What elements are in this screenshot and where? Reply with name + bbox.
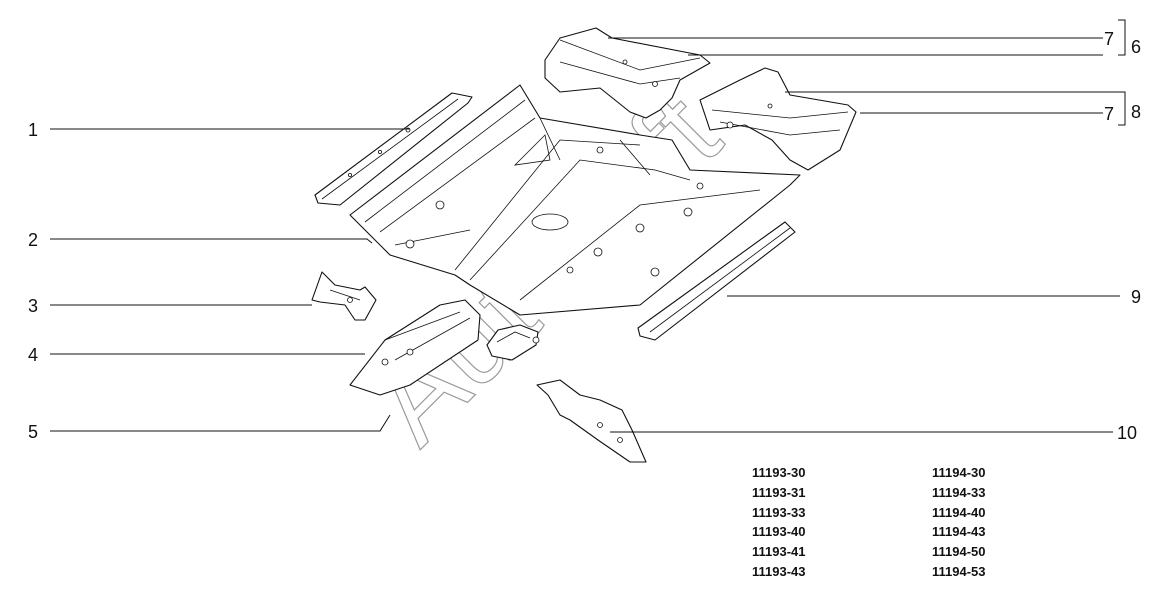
model-code: 11194-30 xyxy=(932,465,986,480)
callout-5: 5 xyxy=(28,422,38,442)
model-code: 11193-33 xyxy=(752,504,806,520)
callout-7-top: 7 xyxy=(1104,29,1114,49)
model-code: 11193-30 xyxy=(752,465,806,480)
model-code: 11194-33 xyxy=(932,484,986,500)
model-code: 11194-43 xyxy=(932,524,986,540)
model-code: 11193-43 xyxy=(752,563,806,579)
part-1-floor-rail xyxy=(314,92,473,206)
callout-6: 6 xyxy=(1131,37,1141,57)
callout-3: 3 xyxy=(28,296,38,316)
callout-7-right: 7 xyxy=(1104,104,1114,124)
part-3-bracket xyxy=(311,271,377,321)
part-4-tunnel-reinforcement xyxy=(349,299,481,396)
part-5-plate xyxy=(486,324,540,361)
callout-9: 9 xyxy=(1131,287,1141,307)
part-2-floor-pan xyxy=(349,84,801,316)
model-code: 11193-41 xyxy=(752,544,806,560)
callout-1: 1 xyxy=(28,120,38,140)
model-code: 11193-31 xyxy=(752,484,806,500)
model-codes-left: 11193-30 11193-31 11193-33 11193-40 1119… xyxy=(752,463,806,582)
callout-8: 8 xyxy=(1131,102,1141,122)
part-10-bracket xyxy=(536,379,647,463)
model-code: 11194-40 xyxy=(932,504,986,520)
model-code: 11194-50 xyxy=(932,544,986,560)
callout-2: 2 xyxy=(28,230,38,250)
callout-4: 4 xyxy=(28,345,38,365)
model-codes-right: 11194-30 11194-33 11194-40 11194-43 1119… xyxy=(932,463,986,582)
part-6-rear-crossmember xyxy=(544,27,711,119)
model-code: 11194-53 xyxy=(932,563,986,579)
model-code: 11193-40 xyxy=(752,524,806,540)
leader-lines xyxy=(50,19,1126,433)
callout-10: 10 xyxy=(1117,423,1137,443)
part-9-sill-rail xyxy=(637,221,796,341)
part-8-rear-crossmember xyxy=(699,67,857,171)
